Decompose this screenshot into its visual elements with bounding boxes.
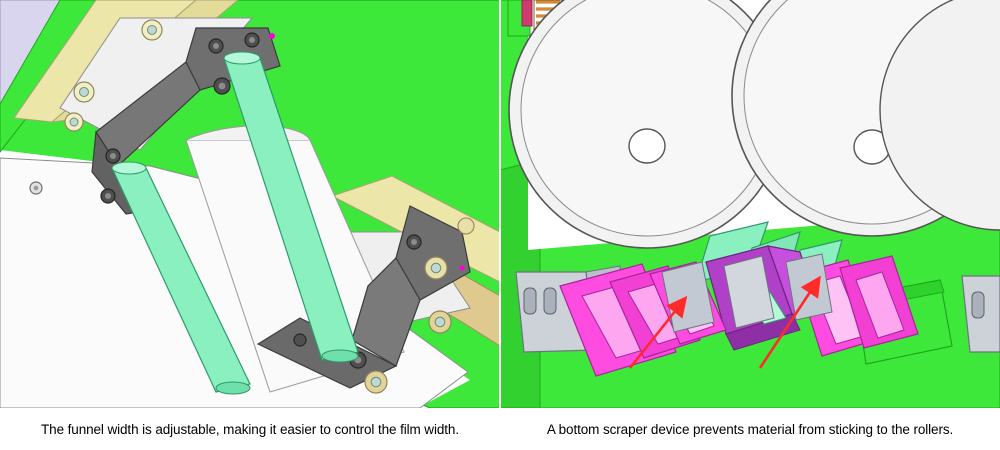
panel-right bbox=[500, 0, 1000, 408]
arrow-right-line bbox=[758, 275, 821, 369]
arrow-left-line bbox=[628, 295, 688, 369]
panel-left bbox=[0, 0, 500, 408]
panel-container bbox=[0, 0, 1000, 408]
caption-left: The funnel width is adjustable, making i… bbox=[41, 421, 459, 437]
caption-right: A bottom scraper device prevents materia… bbox=[546, 421, 954, 437]
right-cad-illustration bbox=[500, 0, 1000, 408]
caption-container: The funnel width is adjustable, making i… bbox=[0, 408, 1000, 450]
left-cad-illustration bbox=[0, 0, 500, 408]
panel-divider bbox=[499, 0, 501, 408]
